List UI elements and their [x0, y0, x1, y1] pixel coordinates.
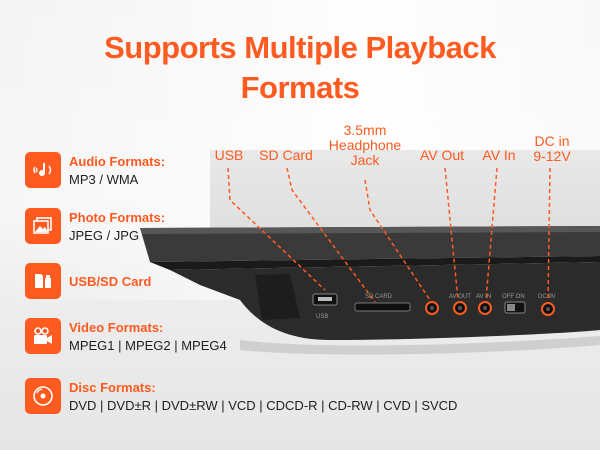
sd-slot — [354, 302, 411, 312]
video-formats-title: Video Formats: — [69, 320, 164, 335]
port-label-av-in: AV In — [482, 147, 516, 163]
port-label-dc-in: DC in 9-12V — [533, 133, 571, 164]
av-in-caption: AV IN — [476, 294, 491, 300]
audio-formats-value: MP3 / WMA — [69, 172, 139, 187]
sd-card-icon — [25, 263, 61, 299]
switch-caption: OFF ON — [502, 294, 525, 300]
usb-callout-line — [227, 167, 326, 291]
audio-formats-title: Audio Formats: — [69, 154, 166, 169]
sd-callout-line — [286, 167, 376, 303]
port-label-sd-card: SD Card — [259, 147, 313, 163]
port-label-usb: USB — [214, 147, 244, 163]
disc-formats-value: DVD | DVD±R | DVD±RW | VCD | CDCD-R | CD… — [69, 398, 458, 413]
disc-icon — [25, 378, 61, 414]
video-formats-value: MPEG1 | MPEG2 | MPEG4 — [69, 338, 227, 353]
window-sill — [210, 150, 600, 240]
photo-icon — [25, 208, 61, 244]
usb-caption: USB — [316, 314, 328, 320]
headphone-callout-line — [364, 179, 431, 301]
port-label-headphone: 3.5mm Headphone Jack — [328, 122, 402, 168]
music-icon — [25, 152, 61, 188]
disc-formats-title: Disc Formats: — [69, 380, 156, 395]
port-label-av-out: AV Out — [419, 147, 465, 163]
av-out-caption: AV OUT — [449, 294, 471, 300]
lid — [140, 226, 600, 262]
video-camera-icon — [25, 318, 61, 354]
av-in-callout-line — [485, 167, 498, 301]
dc-caption: DC 9V — [538, 294, 556, 300]
usb-sd-title: USB/SD Card — [69, 274, 152, 289]
headline-line-1: Supports Multiple Playback — [104, 30, 496, 65]
sd-caption: SD CARD — [365, 294, 393, 300]
photo-formats-value: JPEG / JPG — [69, 228, 140, 243]
headline-line-2: Formats — [240, 70, 360, 105]
av-out-callout-line — [444, 167, 459, 301]
dc-callout-line — [547, 167, 551, 301]
photo-formats-title: Photo Formats: — [69, 210, 166, 225]
base — [170, 262, 600, 340]
